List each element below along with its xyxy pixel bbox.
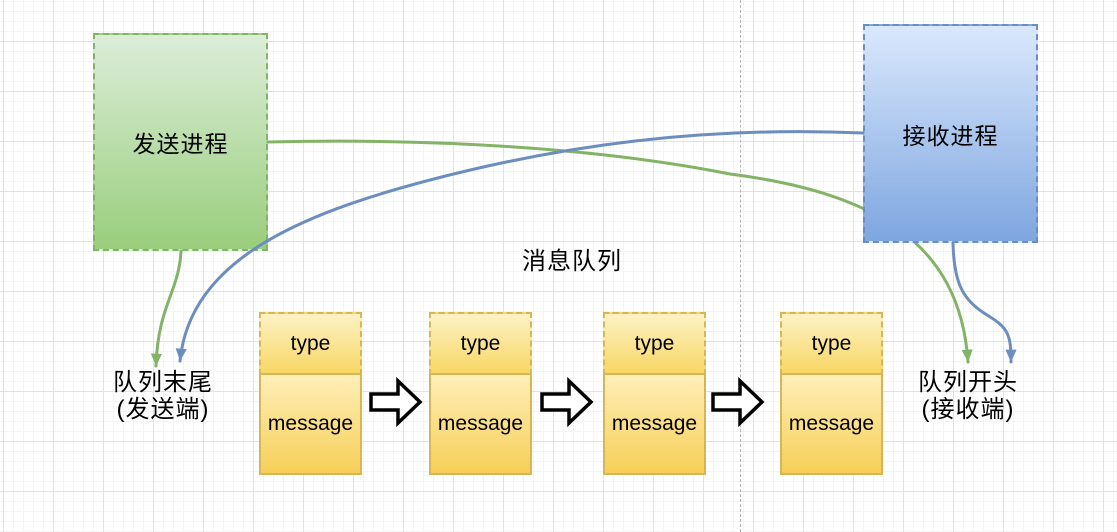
receiver-process-label: 接收进程 [902, 122, 999, 149]
sender-process-label: 发送进程 [132, 131, 229, 157]
type-label: type [811, 331, 852, 355]
queue-item-message-cell[interactable]: message [603, 373, 706, 475]
flow-block-arrow-icon[interactable] [711, 376, 765, 428]
queue-item[interactable]: type message [603, 312, 706, 475]
message-label: message [267, 412, 354, 435]
queue-head-label-line2: (接收端) [921, 396, 1015, 423]
queue-tail-label-line2: (发送端) [116, 396, 210, 423]
queue-title[interactable]: 消息队列 [522, 248, 622, 275]
queue-item-type-cell[interactable]: type [259, 312, 362, 375]
type-label: type [460, 331, 501, 355]
message-label: message [788, 412, 875, 435]
queue-item-message-cell[interactable]: message [259, 373, 362, 475]
page-boundary-divider [740, 0, 741, 532]
queue-tail-label[interactable]: 队列末尾 (发送端) [75, 369, 251, 423]
sender-process-node[interactable]: 发送进程 [93, 33, 268, 251]
queue-item-type-cell[interactable]: type [780, 312, 883, 375]
queue-item-type-cell[interactable]: type [429, 312, 532, 375]
queue-item-message-cell[interactable]: message [780, 373, 883, 475]
connector-sender-to-queue-head[interactable] [266, 139, 973, 364]
connector-receiver-to-queue-tail[interactable] [175, 130, 865, 363]
receiver-process-node[interactable]: 接收进程 [863, 24, 1038, 243]
type-label: type [634, 331, 675, 355]
queue-head-label[interactable]: 队列开头 (接收端) [880, 369, 1056, 423]
queue-item-type-cell[interactable]: type [603, 312, 706, 375]
message-label: message [611, 412, 698, 435]
flow-block-arrow-icon[interactable] [540, 376, 594, 428]
message-label: message [437, 412, 524, 435]
queue-item[interactable]: type message [429, 312, 532, 475]
connector-receiver-to-queue-head[interactable] [951, 241, 1017, 364]
flow-block-arrow-icon[interactable] [369, 376, 423, 428]
queue-item[interactable]: type message [780, 312, 883, 475]
queue-head-label-line1: 队列开头 [918, 369, 1018, 396]
queue-item[interactable]: type message [259, 312, 362, 475]
queue-tail-label-line1: 队列末尾 [113, 369, 213, 396]
queue-item-message-cell[interactable]: message [429, 373, 532, 475]
type-label: type [290, 331, 331, 355]
connector-sender-to-queue-tail[interactable] [150, 249, 183, 368]
